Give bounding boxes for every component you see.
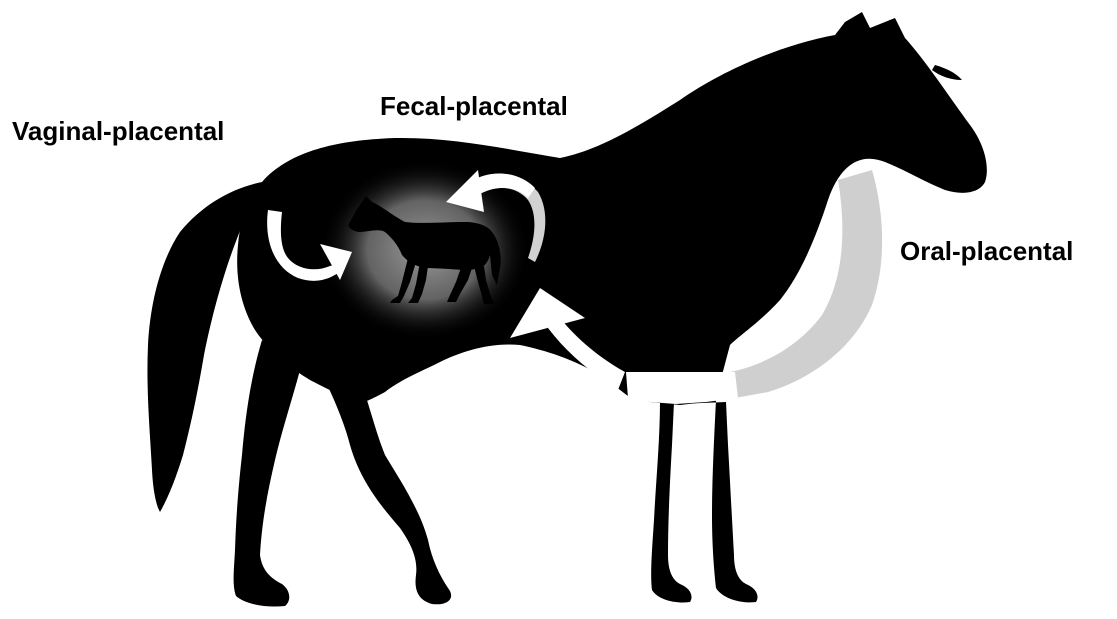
- fecal-placental-label: Fecal-placental: [380, 93, 568, 119]
- mare-ear: [932, 65, 962, 80]
- vaginal-placental-label: Vaginal-placental: [12, 118, 224, 144]
- mare-hind-leg-far: [234, 340, 300, 607]
- mare-hind-leg-near: [320, 370, 451, 604]
- mare-front-leg-near: [678, 400, 758, 602]
- oral-placental-label: Oral-placental: [900, 238, 1073, 264]
- oral-arrow-white-band: [626, 372, 738, 404]
- mare-front-leg-far: [628, 395, 692, 603]
